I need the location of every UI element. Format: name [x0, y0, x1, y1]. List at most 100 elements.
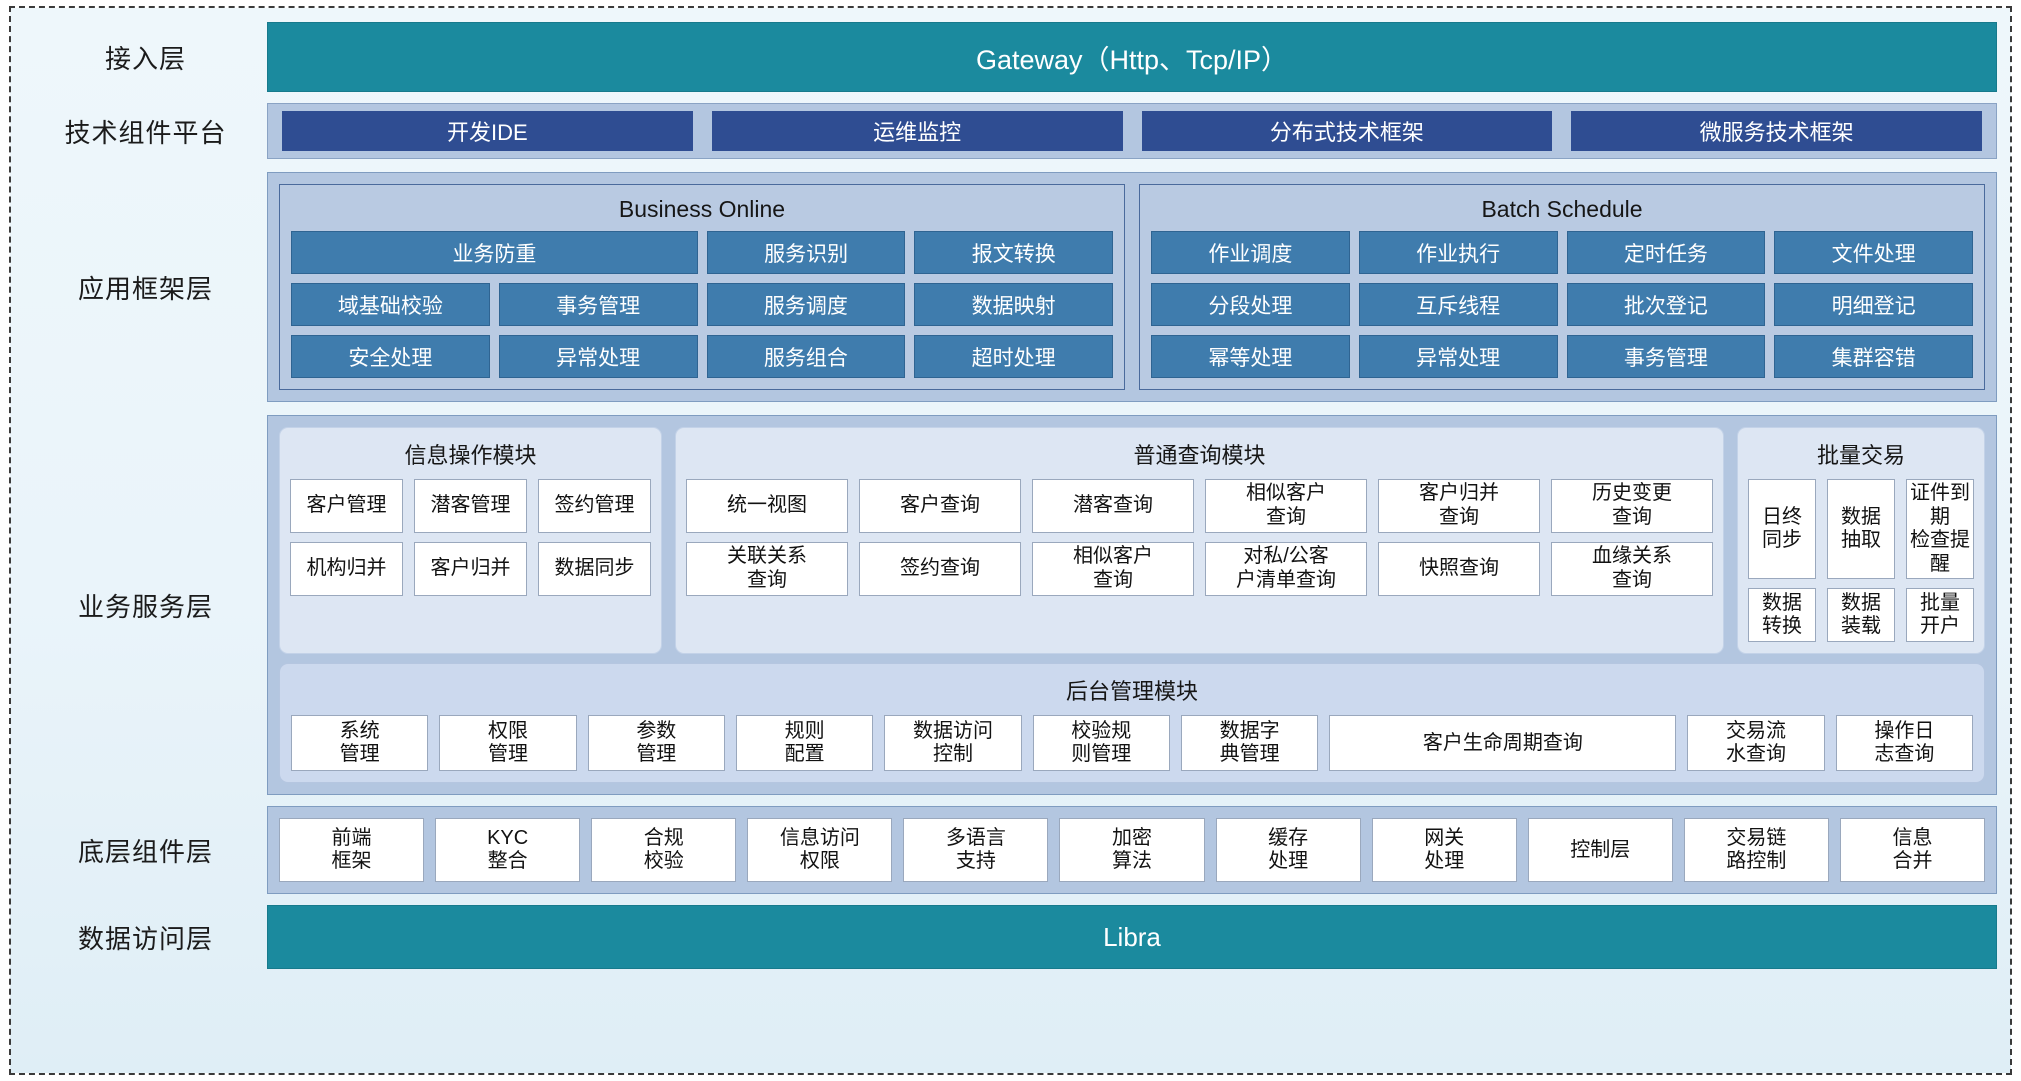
cell-kinship-query[interactable]: 血缘关系 查询 — [1551, 542, 1713, 596]
spacer — [24, 795, 1997, 806]
app-cell-service-schedule[interactable]: 服务调度 — [706, 283, 906, 326]
layer-row-business-service: 业务服务层 信息操作模块 客户管理 潜客管理 签约管理 — [24, 415, 1997, 796]
module-grid-row: 机构归并 客户归并 数据同步 — [290, 542, 651, 596]
cell-data-dictionary-mgmt[interactable]: 数据字 典管理 — [1180, 715, 1319, 772]
app-cell-business-dedup[interactable]: 业务防重 — [291, 231, 698, 274]
cell-customer-merge-query[interactable]: 客户归并 查询 — [1378, 479, 1540, 533]
cell-frontend-framework[interactable]: 前端 框架 — [279, 818, 425, 883]
app-framework-panel: Business Online 业务防重 服务识别 报文转换 域基础校验 事务管… — [267, 172, 1997, 402]
cell-permission-mgmt[interactable]: 权限 管理 — [439, 715, 577, 772]
tech-chip-distributed-framework[interactable]: 分布式技术框架 — [1141, 111, 1553, 151]
cell-certificate-expiry-reminder[interactable]: 证件到期 检查提醒 — [1906, 479, 1974, 580]
cell-data-transform[interactable]: 数据 转换 — [1748, 588, 1816, 643]
layer-body-tech: 开发IDE 运维监控 分布式技术框架 微服务技术框架 — [267, 103, 1997, 159]
layer-row-base-component: 底层组件层 前端 框架 KYC 整合 合规 校验 信息访问 权限 多语言 支持 … — [24, 806, 1997, 895]
cell-relationship-query[interactable]: 关联关系 查询 — [686, 542, 848, 596]
cell-customer-lifecycle-query[interactable]: 客户生命周期查询 — [1329, 715, 1677, 772]
cell-data-extract[interactable]: 数据 抽取 — [1827, 479, 1895, 580]
app-cell-service-identify[interactable]: 服务识别 — [706, 231, 906, 274]
app-cell-exception-process[interactable]: 异常处理 — [498, 335, 698, 378]
app-grid-row: 业务防重 服务识别 报文转换 — [291, 231, 1113, 274]
cell-transaction-flow-query[interactable]: 交易流 水查询 — [1687, 715, 1825, 772]
cell-compliance-check[interactable]: 合规 校验 — [591, 818, 737, 883]
module-grid-row: 数据 转换 数据 装载 批量 开户 — [1748, 588, 1974, 643]
cell-control-layer[interactable]: 控制层 — [1527, 818, 1673, 883]
cell-info-merge[interactable]: 信息 合并 — [1839, 818, 1986, 883]
cell-data-load[interactable]: 数据 装载 — [1827, 588, 1895, 643]
app-cell-message-transform[interactable]: 报文转换 — [914, 231, 1113, 274]
module-grid-row: 客户管理 潜客管理 签约管理 — [290, 479, 651, 533]
layer-body-data-access: Libra — [267, 905, 1997, 970]
module-grid-info-operation: 客户管理 潜客管理 签约管理 机构归并 客户归并 数据同步 — [290, 479, 651, 596]
app-cell-mutex-thread[interactable]: 互斥线程 — [1358, 283, 1558, 326]
app-cell-idempotent-process[interactable]: 幂等处理 — [1151, 335, 1350, 378]
app-grid-row: 安全处理 异常处理 服务组合 超时处理 — [291, 335, 1113, 378]
cell-prospect-query[interactable]: 潜客查询 — [1032, 479, 1194, 533]
cell-cache-process[interactable]: 缓存 处理 — [1215, 818, 1361, 883]
module-title-common-query: 普通查询模块 — [1133, 443, 1266, 468]
layer-label-app-framework: 应用框架层 — [77, 273, 213, 304]
tech-chip-ops-monitor[interactable]: 运维监控 — [711, 111, 1123, 151]
cell-similar-customer-query[interactable]: 相似客户 查询 — [1205, 479, 1367, 533]
app-cell-batch-transaction-mgmt[interactable]: 事务管理 — [1566, 335, 1766, 378]
cell-contract-mgmt[interactable]: 签约管理 — [538, 479, 651, 533]
cell-unified-view[interactable]: 统一视图 — [686, 479, 848, 533]
cell-transaction-chain-control[interactable]: 交易链 路控制 — [1683, 818, 1829, 883]
app-cell-file-process[interactable]: 文件处理 — [1774, 231, 1973, 274]
app-group-business-online: Business Online 业务防重 服务识别 报文转换 域基础校验 事务管… — [279, 184, 1125, 390]
layer-body-app-framework: Business Online 业务防重 服务识别 报文转换 域基础校验 事务管… — [267, 172, 1997, 402]
cell-private-public-customer-list-query[interactable]: 对私/公客 户清单查询 — [1205, 542, 1367, 596]
app-cell-batch-register[interactable]: 批次登记 — [1566, 283, 1766, 326]
cell-batch-account-open[interactable]: 批量 开户 — [1906, 588, 1974, 643]
cell-history-change-query[interactable]: 历史变更 查询 — [1551, 479, 1713, 533]
data-access-bar[interactable]: Libra — [267, 905, 1997, 970]
cell-info-access-permission[interactable]: 信息访问 权限 — [747, 818, 893, 883]
cell-encryption-algorithm[interactable]: 加密 算法 — [1059, 818, 1205, 883]
layer-label-access: 接入层 — [104, 43, 186, 74]
cell-snapshot-query[interactable]: 快照查询 — [1378, 542, 1540, 596]
cell-parameter-mgmt[interactable]: 参数 管理 — [587, 715, 725, 772]
app-cell-timeout-process[interactable]: 超时处理 — [914, 335, 1113, 378]
cell-customer-mgmt[interactable]: 客户管理 — [290, 479, 403, 533]
cell-customer-merge[interactable]: 客户归并 — [414, 542, 527, 596]
diagram-canvas: 接入层 Gateway（Http、Tcp/IP） 技术组件平台 开发IDE 运维… — [10, 8, 2011, 1073]
app-cell-job-schedule[interactable]: 作业调度 — [1151, 231, 1350, 274]
app-cell-segment-process[interactable]: 分段处理 — [1151, 283, 1350, 326]
module-title-batch-transaction: 批量交易 — [1816, 443, 1905, 468]
cell-data-access-control[interactable]: 数据访问 控制 — [884, 715, 1022, 772]
app-cell-job-execute[interactable]: 作业执行 — [1358, 231, 1558, 274]
cell-kyc-integration[interactable]: KYC 整合 — [435, 818, 581, 883]
cell-validation-rule-mgmt[interactable]: 校验规 则管理 — [1032, 715, 1170, 772]
app-cell-transaction-mgmt[interactable]: 事务管理 — [498, 283, 698, 326]
cell-multilanguage-support[interactable]: 多语言 支持 — [903, 818, 1049, 883]
cell-similar-customer-query-2[interactable]: 相似客户 查询 — [1032, 542, 1194, 596]
app-cell-data-mapping[interactable]: 数据映射 — [914, 283, 1113, 326]
app-grid-business-online: 业务防重 服务识别 报文转换 域基础校验 事务管理 服务调度 数据映射 — [291, 231, 1113, 378]
cell-operation-log-query[interactable]: 操作日 志查询 — [1835, 715, 1974, 772]
cell-contract-query[interactable]: 签约查询 — [859, 542, 1021, 596]
cell-rule-config[interactable]: 规则 配置 — [735, 715, 874, 772]
cell-system-mgmt[interactable]: 系统 管理 — [291, 715, 429, 772]
cell-gateway-process[interactable]: 网关 处理 — [1371, 818, 1517, 883]
cell-org-merge[interactable]: 机构归并 — [290, 542, 403, 596]
cell-customer-query[interactable]: 客户查询 — [859, 479, 1021, 533]
app-cell-detail-register[interactable]: 明细登记 — [1774, 283, 1973, 326]
app-cell-service-composition[interactable]: 服务组合 — [706, 335, 906, 378]
cell-eod-sync[interactable]: 日终 同步 — [1748, 479, 1816, 580]
tech-chip-ide[interactable]: 开发IDE — [282, 111, 693, 151]
spacer — [24, 159, 1997, 172]
app-cell-domain-basic-check[interactable]: 域基础校验 — [291, 283, 490, 326]
cell-data-sync[interactable]: 数据同步 — [538, 542, 651, 596]
layer-label-base-component: 底层组件层 — [77, 836, 213, 867]
app-cell-security-process[interactable]: 安全处理 — [291, 335, 490, 378]
cell-prospect-mgmt[interactable]: 潜客管理 — [414, 479, 527, 533]
layer-body-access: Gateway（Http、Tcp/IP） — [267, 22, 1997, 92]
app-cell-batch-exception-process[interactable]: 异常处理 — [1358, 335, 1558, 378]
app-cell-timed-task[interactable]: 定时任务 — [1566, 231, 1766, 274]
tech-chip-microservice-framework[interactable]: 微服务技术框架 — [1571, 111, 1982, 151]
gateway-bar[interactable]: Gateway（Http、Tcp/IP） — [267, 22, 1997, 92]
module-batch-transaction: 批量交易 日终 同步 数据 抽取 证件到期 检查提醒 数据 转换 数据 装载 — [1737, 427, 1985, 655]
module-grid-row: 关联关系 查询 签约查询 相似客户 查询 对私/公客 户清单查询 快照查询 血缘… — [686, 542, 1713, 596]
app-cell-cluster-fault-tolerance[interactable]: 集群容错 — [1774, 335, 1973, 378]
